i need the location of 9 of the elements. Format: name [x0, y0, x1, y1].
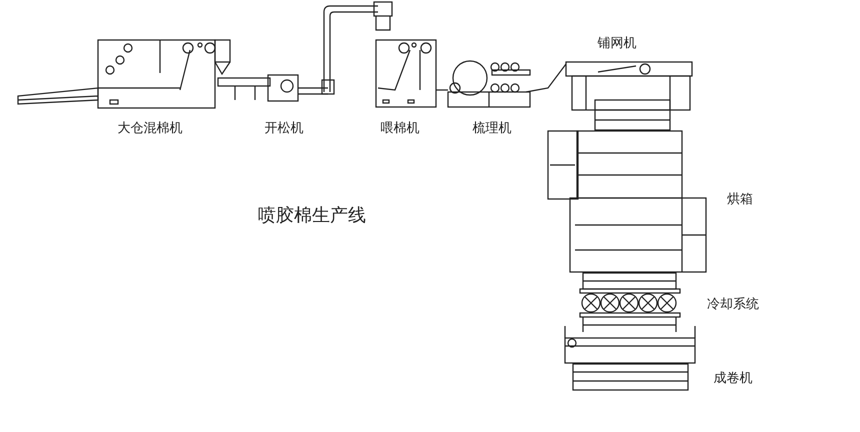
machine-label: 梳理机 [472, 120, 512, 137]
machine-label: 开松机 [264, 120, 304, 137]
machine-label: 成卷机 [714, 370, 752, 387]
machine-label: 烘箱 [727, 191, 753, 208]
diagram-title: 喷胶棉生产线 [258, 204, 366, 227]
machine-label: 铺网机 [598, 35, 636, 52]
machine-label: 冷却系统 [707, 296, 759, 313]
machine-label: 大仓混棉机 [118, 120, 182, 137]
machine-label: 喂棉机 [380, 120, 420, 137]
